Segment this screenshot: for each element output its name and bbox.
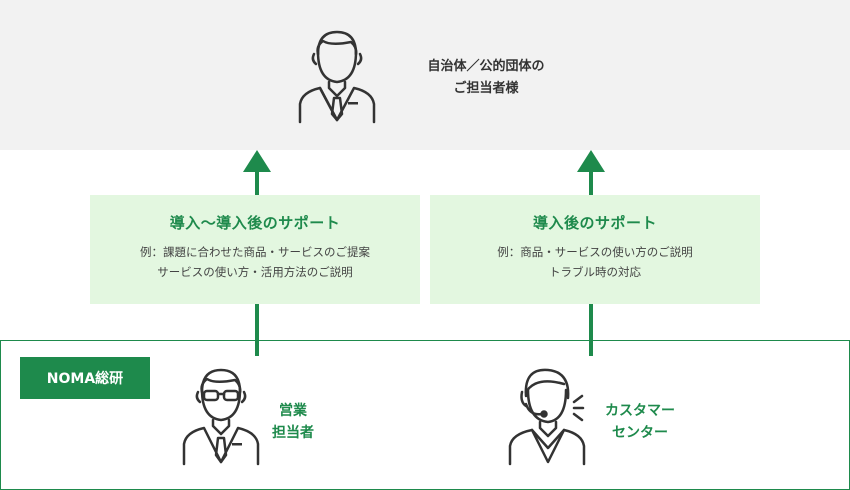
support-desc-right: 例：商品・サービスの使い方のご説明 トラブル時の対応 (430, 242, 760, 282)
support-desc-left-line2: サービスの使い方・活用方法のご説明 (157, 265, 353, 279)
client-band (0, 0, 850, 150)
sales-label: 営業 担当者 (258, 400, 328, 444)
support-box-left: 導入〜導入後のサポート 例：課題に合わせた商品・サービスのご提案 サービスの使い… (90, 195, 420, 304)
support-title-left: 導入〜導入後のサポート (169, 214, 341, 232)
noma-badge: NOMA総研 (20, 357, 150, 399)
arrow-up-left-icon (243, 150, 271, 196)
call-center-label-line1: カスタマー (605, 403, 675, 419)
client-label-line1: 自治体／公的団体の (427, 59, 545, 74)
sales-label-line2: 担当者 (272, 425, 314, 441)
support-desc-left-line1: 例：課題に合わせた商品・サービスのご提案 (140, 245, 370, 259)
support-desc-right-line2: トラブル時の対応 (549, 265, 641, 279)
arrow-up-right-icon (577, 150, 605, 196)
call-center-label: カスタマー センター (590, 400, 690, 444)
client-label-line2: ご担当者様 (453, 81, 519, 96)
support-desc-left: 例：課題に合わせた商品・サービスのご提案 サービスの使い方・活用方法のご説明 (90, 242, 420, 282)
call-center-label-line2: センター (612, 425, 668, 441)
connector-line-right (589, 304, 593, 356)
support-box-right: 導入後のサポート 例：商品・サービスの使い方のご説明 トラブル時の対応 (430, 195, 760, 304)
businessman-icon (298, 30, 376, 124)
support-desc-right-line1: 例：商品・サービスの使い方のご説明 (497, 245, 693, 259)
headset-operator-icon (508, 368, 586, 466)
sales-label-line1: 営業 (279, 403, 307, 419)
connector-line-left (255, 304, 259, 356)
client-label: 自治体／公的団体の ご担当者様 (396, 56, 576, 100)
glasses-businessman-icon (182, 368, 260, 466)
support-title-right: 導入後のサポート (532, 214, 657, 232)
